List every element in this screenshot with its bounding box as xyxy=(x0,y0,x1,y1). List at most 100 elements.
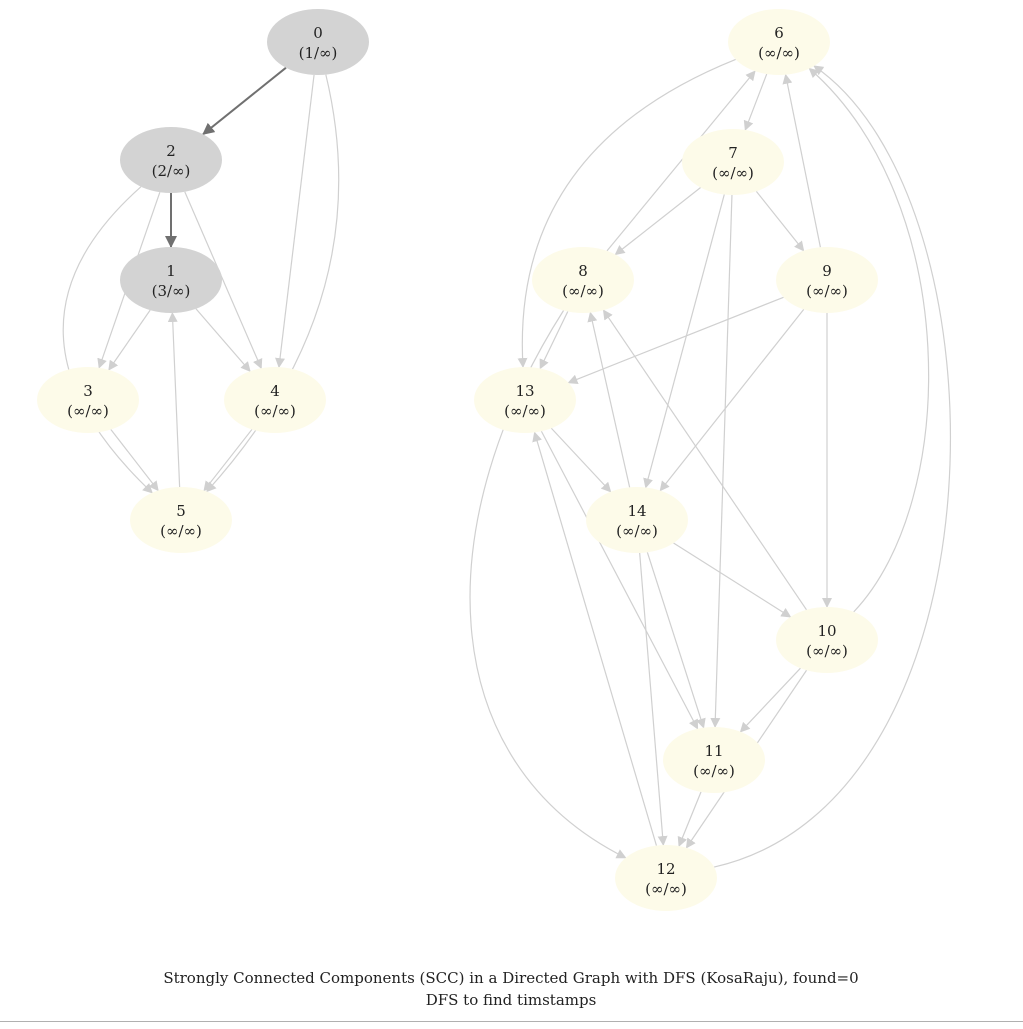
node-shape xyxy=(586,487,688,553)
edge-12-to-13 xyxy=(532,431,658,846)
edge-2-to-5 xyxy=(62,186,153,494)
node-shape xyxy=(728,9,830,75)
edge-14-to-8 xyxy=(587,311,631,488)
node-2: 2 (2/∞) xyxy=(120,127,222,193)
node-timestamp: (∞/∞) xyxy=(562,282,604,300)
node-timestamp: (∞/∞) xyxy=(616,522,658,540)
edge-2-to-4 xyxy=(184,191,263,370)
edge-10-to-8 xyxy=(602,309,808,611)
node-label: 14 xyxy=(627,502,646,520)
edge-3-to-5 xyxy=(110,429,159,492)
node-label: 11 xyxy=(704,742,723,760)
node-label: 9 xyxy=(822,262,832,280)
node-timestamp: (∞/∞) xyxy=(712,164,754,182)
node-label: 6 xyxy=(774,24,784,42)
bottom-divider xyxy=(0,1021,1023,1022)
edge-0-to-2 xyxy=(202,66,287,136)
edge-13-to-11 xyxy=(540,430,699,730)
edge-1-to-4 xyxy=(195,308,251,372)
edge-10-to-6 xyxy=(808,67,930,613)
node-5: 5 (∞/∞) xyxy=(130,487,232,553)
node-shape xyxy=(776,607,878,673)
edge-12-to-6 xyxy=(713,65,951,868)
node-3: 3 (∞/∞) xyxy=(37,367,139,433)
node-label: 5 xyxy=(176,502,186,520)
edge-7-to-9 xyxy=(755,190,805,252)
edge-0-to-5 xyxy=(206,74,340,493)
node-timestamp: (1/∞) xyxy=(299,44,338,62)
node-shape xyxy=(474,367,576,433)
node-label: 0 xyxy=(313,24,323,42)
node-7: 7 (∞/∞) xyxy=(682,129,784,195)
node-timestamp: (∞/∞) xyxy=(758,44,800,62)
edge-9-to-13 xyxy=(567,296,784,385)
edges-layer xyxy=(62,58,951,868)
caption-line-1: Strongly Connected Components (SCC) in a… xyxy=(163,969,858,987)
node-label: 2 xyxy=(166,142,176,160)
node-shape xyxy=(267,9,369,75)
node-timestamp: (2/∞) xyxy=(152,162,191,180)
node-label: 12 xyxy=(656,860,675,878)
node-shape xyxy=(37,367,139,433)
edge-4-to-5 xyxy=(203,429,253,492)
node-timestamp: (∞/∞) xyxy=(806,642,848,660)
node-timestamp: (∞/∞) xyxy=(67,402,109,420)
node-14: 14 (∞/∞) xyxy=(586,487,688,553)
node-11: 11 (∞/∞) xyxy=(663,727,765,793)
node-shape xyxy=(532,247,634,313)
node-8: 8 (∞/∞) xyxy=(532,247,634,313)
node-6: 6 (∞/∞) xyxy=(728,9,830,75)
edge-9-to-6 xyxy=(782,73,821,248)
edge-8-to-13 xyxy=(539,311,569,370)
node-timestamp: (∞/∞) xyxy=(254,402,296,420)
edge-5-to-1 xyxy=(167,311,181,488)
node-timestamp: (∞/∞) xyxy=(504,402,546,420)
node-label: 1 xyxy=(166,262,176,280)
node-10: 10 (∞/∞) xyxy=(776,607,878,673)
caption: Strongly Connected Components (SCC) in a… xyxy=(163,969,858,1009)
edge-9-to-14 xyxy=(659,308,805,492)
node-shape xyxy=(776,247,878,313)
node-shape xyxy=(615,845,717,911)
edge-10-to-11 xyxy=(739,667,801,733)
node-label: 13 xyxy=(515,382,534,400)
edge-6-to-7 xyxy=(743,73,768,131)
node-1: 1 (3/∞) xyxy=(120,247,222,313)
node-timestamp: (∞/∞) xyxy=(693,762,735,780)
node-shape xyxy=(130,487,232,553)
edge-14-to-12 xyxy=(639,552,668,847)
node-shape xyxy=(663,727,765,793)
node-label: 7 xyxy=(728,144,738,162)
node-shape xyxy=(120,247,222,313)
node-label: 10 xyxy=(817,622,836,640)
node-9: 9 (∞/∞) xyxy=(776,247,878,313)
node-timestamp: (∞/∞) xyxy=(806,282,848,300)
edge-1-to-3 xyxy=(108,309,151,371)
edge-8-to-6 xyxy=(606,70,756,252)
node-0: 0 (1/∞) xyxy=(267,9,369,75)
node-12: 12 (∞/∞) xyxy=(615,845,717,911)
edge-13-to-14 xyxy=(550,427,612,493)
edge-11-to-12 xyxy=(677,791,702,848)
edge-14-to-10 xyxy=(673,542,792,618)
node-shape xyxy=(224,367,326,433)
edge-7-to-8 xyxy=(614,187,701,256)
nodes-layer: 0 (1/∞) 2 (2/∞) 1 (3/∞) 3 (∞/∞) 4 (∞/∞) 5 (∞/∞) 6 (∞/… xyxy=(37,9,878,911)
node-timestamp: (∞/∞) xyxy=(645,880,687,898)
node-timestamp: (3/∞) xyxy=(152,282,191,300)
edge-7-to-14 xyxy=(643,194,725,489)
edge-6-to-13 xyxy=(517,58,736,369)
node-timestamp: (∞/∞) xyxy=(160,522,202,540)
node-label: 8 xyxy=(578,262,588,280)
node-4: 4 (∞/∞) xyxy=(224,367,326,433)
edge-14-to-11 xyxy=(646,552,706,729)
node-shape xyxy=(682,129,784,195)
node-shape xyxy=(120,127,222,193)
caption-line-2: DFS to find timstamps xyxy=(426,991,597,1009)
node-label: 3 xyxy=(83,382,93,400)
node-label: 4 xyxy=(270,382,280,400)
node-13: 13 (∞/∞) xyxy=(474,367,576,433)
edge-0-to-4 xyxy=(275,74,315,369)
